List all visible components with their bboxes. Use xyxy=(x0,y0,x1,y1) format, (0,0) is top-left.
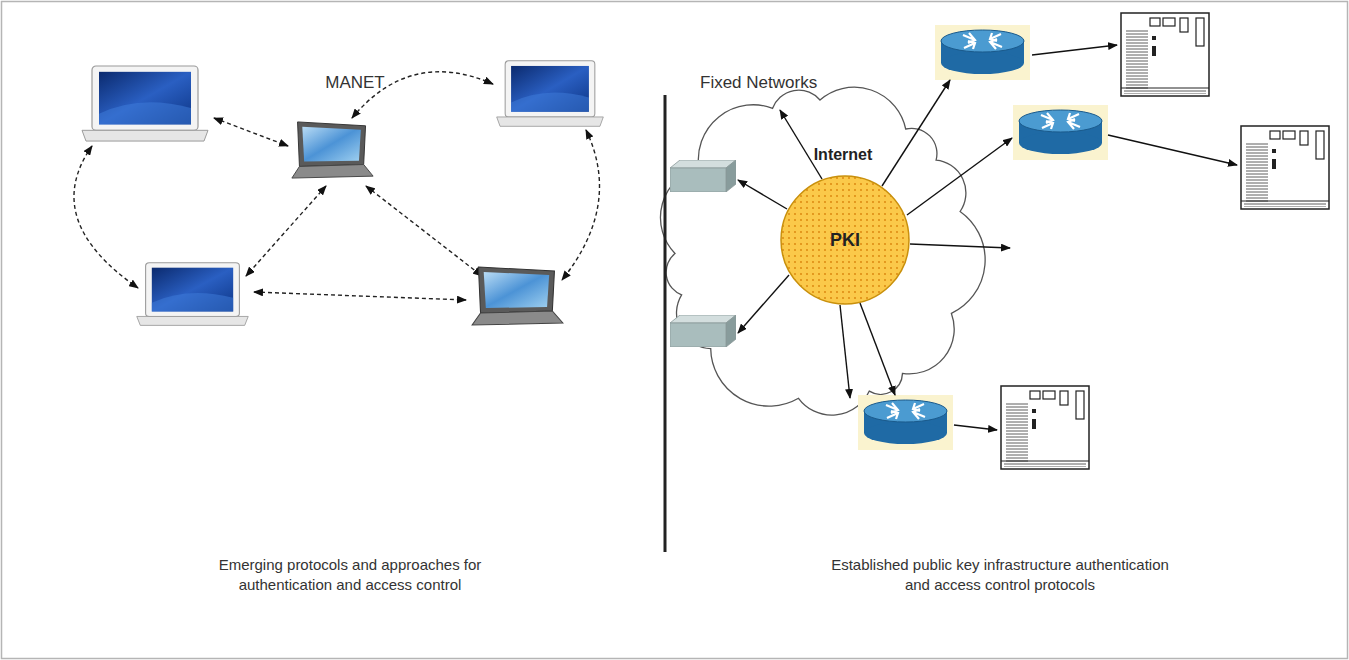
switch-box xyxy=(670,315,736,347)
server-icon xyxy=(1121,13,1209,96)
section-caption: Emerging protocols and approaches for au… xyxy=(195,555,505,594)
laptop-icon xyxy=(137,263,248,326)
laptop-icon xyxy=(82,66,208,141)
laptop-icon xyxy=(292,122,373,178)
label-holder: Emerging protocols and approaches for au… xyxy=(195,555,505,594)
pki-label: PKI xyxy=(830,230,860,251)
section-title: Fixed Networks xyxy=(700,72,920,94)
pki-arrows xyxy=(738,45,1237,430)
server-icon xyxy=(1001,386,1089,469)
router-icon xyxy=(858,395,953,450)
internet-cloud: InternetPKI xyxy=(665,90,975,410)
pki-circle: PKI xyxy=(780,175,910,305)
divider-line xyxy=(664,95,667,552)
server-icon xyxy=(1241,126,1329,209)
switch-box xyxy=(670,160,736,192)
router-icon xyxy=(935,25,1030,80)
cloud-label: Internet xyxy=(814,146,873,164)
laptop-icon xyxy=(472,267,563,325)
section-caption: Established public key infrastructure au… xyxy=(830,555,1170,594)
section-title: MANET xyxy=(255,72,455,94)
label-holder: Established public key infrastructure au… xyxy=(830,555,1170,594)
router-icon xyxy=(1013,105,1108,160)
label-holder: Fixed Networks xyxy=(700,72,920,94)
label-holder: MANET xyxy=(255,72,455,94)
laptop-icon xyxy=(497,61,604,126)
